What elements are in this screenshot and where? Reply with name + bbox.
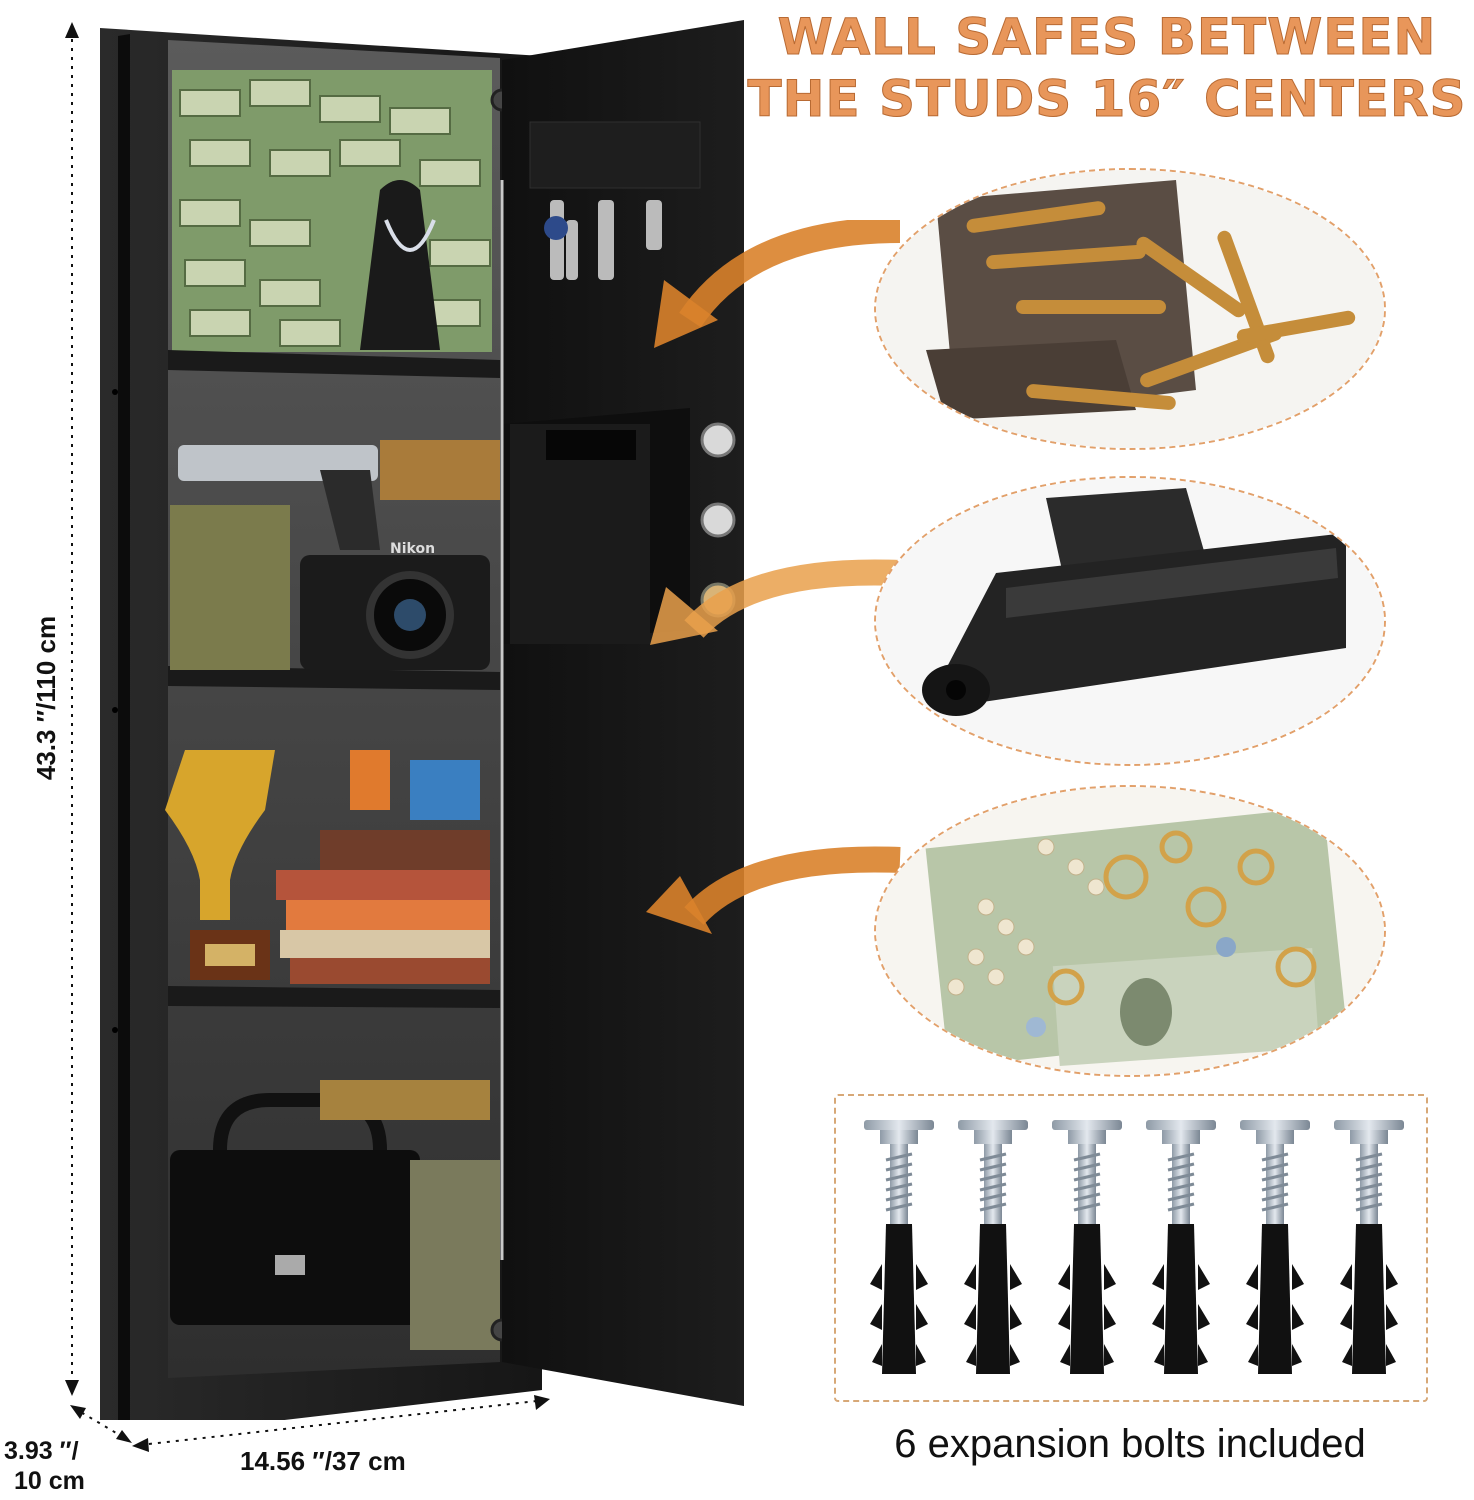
height-label: 43.3 ″/110 cm [31, 615, 61, 781]
depth-label-line-1: 3.93 ″/ [4, 1437, 79, 1465]
arrow-3 [646, 846, 901, 934]
width-label: 14.56 ″/37 cm [240, 1446, 406, 1476]
arrow-1 [654, 220, 901, 348]
pistol-oval [874, 476, 1386, 766]
cash-stacks [172, 70, 492, 352]
depth-label-line-2: 10 cm [14, 1467, 85, 1495]
camera-brand: Nikon [390, 541, 435, 557]
shelf-3 [168, 986, 500, 1008]
briefcase-shelf [170, 1080, 500, 1350]
key-rack [529, 121, 701, 189]
trophy-books-shelf [165, 750, 490, 984]
bolts-caption: 6 expansion bolts included [894, 1422, 1366, 1466]
depth-label: 3.93 ″/ 10 cm [4, 1436, 85, 1496]
expansion-bolts [864, 1118, 1406, 1376]
pistol-image [876, 478, 1384, 764]
lock-knob-2 [700, 502, 736, 538]
headline-line-1: WALL SAFES BETWEEN [777, 8, 1437, 67]
ammo-oval [874, 168, 1386, 450]
arrow-2 [650, 559, 901, 645]
lock-knob-1 [700, 422, 736, 458]
shelf-2 [168, 666, 500, 690]
bolts-box [834, 1094, 1428, 1402]
jewelry-oval [874, 785, 1386, 1077]
jewelry-image [876, 787, 1384, 1075]
safe-door [502, 20, 744, 1406]
shelf-1 [168, 350, 500, 378]
pistol-camera-shelf: Nikon [170, 440, 500, 670]
headline: WALL SAFES BETWEEN THE STUDS 16″ CENTERS [740, 6, 1474, 130]
expansion-bolt [864, 1120, 934, 1374]
wall-safe: Nikon [100, 20, 744, 1420]
ammo-image [876, 170, 1384, 448]
headline-line-2: THE STUDS 16″ CENTERS [747, 70, 1467, 129]
dimension-lines [65, 22, 550, 1452]
